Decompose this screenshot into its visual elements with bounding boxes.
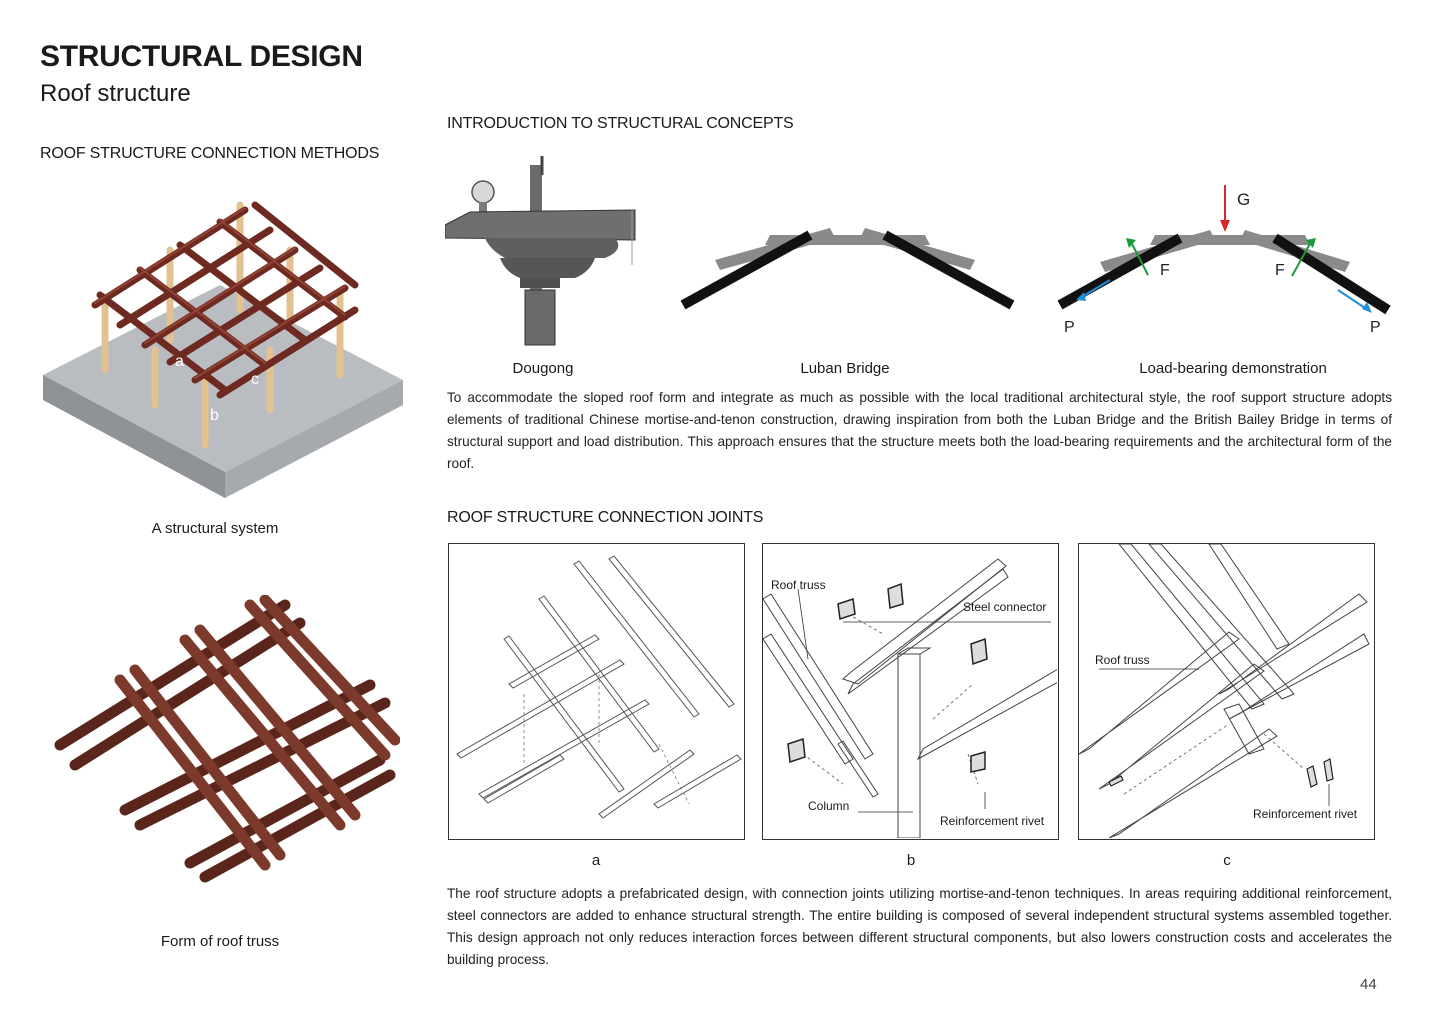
label-steel-connector: Steel connector xyxy=(963,600,1047,614)
caption-dougong: Dougong xyxy=(512,360,574,377)
label-b: b xyxy=(210,407,219,424)
label-p-right: P xyxy=(1370,319,1381,336)
intro-heading: INTRODUCTION TO STRUCTURAL CONCEPTS xyxy=(447,115,794,132)
intro-paragraph: To accommodate the sloped roof form and … xyxy=(447,390,1392,471)
force-line-left xyxy=(1129,239,1149,276)
panel-caption-c: c xyxy=(1223,852,1231,869)
slab-top xyxy=(43,285,403,472)
label-a: a xyxy=(175,353,184,370)
label-rivet-c: Reinforcement rivet xyxy=(1253,807,1358,821)
panel-caption-b: b xyxy=(906,852,916,869)
truss-cross-members xyxy=(114,595,400,871)
label-c: c xyxy=(251,371,259,388)
reaction-arrow-left xyxy=(1079,279,1111,299)
force-line-right xyxy=(1291,239,1313,277)
dougong-illustration xyxy=(445,156,636,346)
roof-truss-illustration xyxy=(54,595,400,883)
label-g: G xyxy=(1237,190,1250,209)
label-p-left: P xyxy=(1064,319,1075,336)
label-f-right: F xyxy=(1275,262,1285,279)
joint-panel-c: Roof truss Reinforcement rivet xyxy=(1078,543,1375,840)
caption-load-bearing: Load-bearing demonstration xyxy=(1139,360,1327,377)
roof-truss-caption: Form of roof truss xyxy=(160,933,280,950)
label-rivet-b: Reinforcement rivet xyxy=(940,814,1045,828)
joint-panel-b: Roof truss Steel connector Column Reinfo… xyxy=(762,543,1059,840)
page-number: 44 xyxy=(1360,976,1377,993)
label-roof-truss-c: Roof truss xyxy=(1095,653,1150,667)
slab-left-face xyxy=(43,375,225,498)
joint-panel-a xyxy=(448,543,745,840)
joints-paragraph: The roof structure adopts a prefabricate… xyxy=(447,886,1392,967)
page-title: STRUCTURAL DESIGN xyxy=(40,40,363,73)
structural-system-caption: A structural system xyxy=(151,520,279,537)
reaction-arrow-right xyxy=(1337,289,1369,311)
slab-right-face xyxy=(225,380,403,498)
page-subtitle: Roof structure xyxy=(40,80,191,107)
panel-caption-a: a xyxy=(591,852,601,869)
truss-long-members xyxy=(54,599,396,883)
connection-methods-heading: ROOF STRUCTURE CONNECTION METHODS xyxy=(40,145,380,162)
label-f-left: F xyxy=(1160,262,1170,279)
roof-lattice xyxy=(91,201,359,399)
label-roof-truss-b: Roof truss xyxy=(771,578,826,592)
load-bearing-illustration: G F F P P xyxy=(1057,185,1391,336)
luban-bridge-illustration xyxy=(680,228,1015,310)
structural-system-illustration: a c b xyxy=(43,201,403,498)
caption-luban-bridge: Luban Bridge xyxy=(800,360,890,377)
joints-heading: ROOF STRUCTURE CONNECTION JOINTS xyxy=(447,509,764,526)
label-column: Column xyxy=(808,799,850,813)
